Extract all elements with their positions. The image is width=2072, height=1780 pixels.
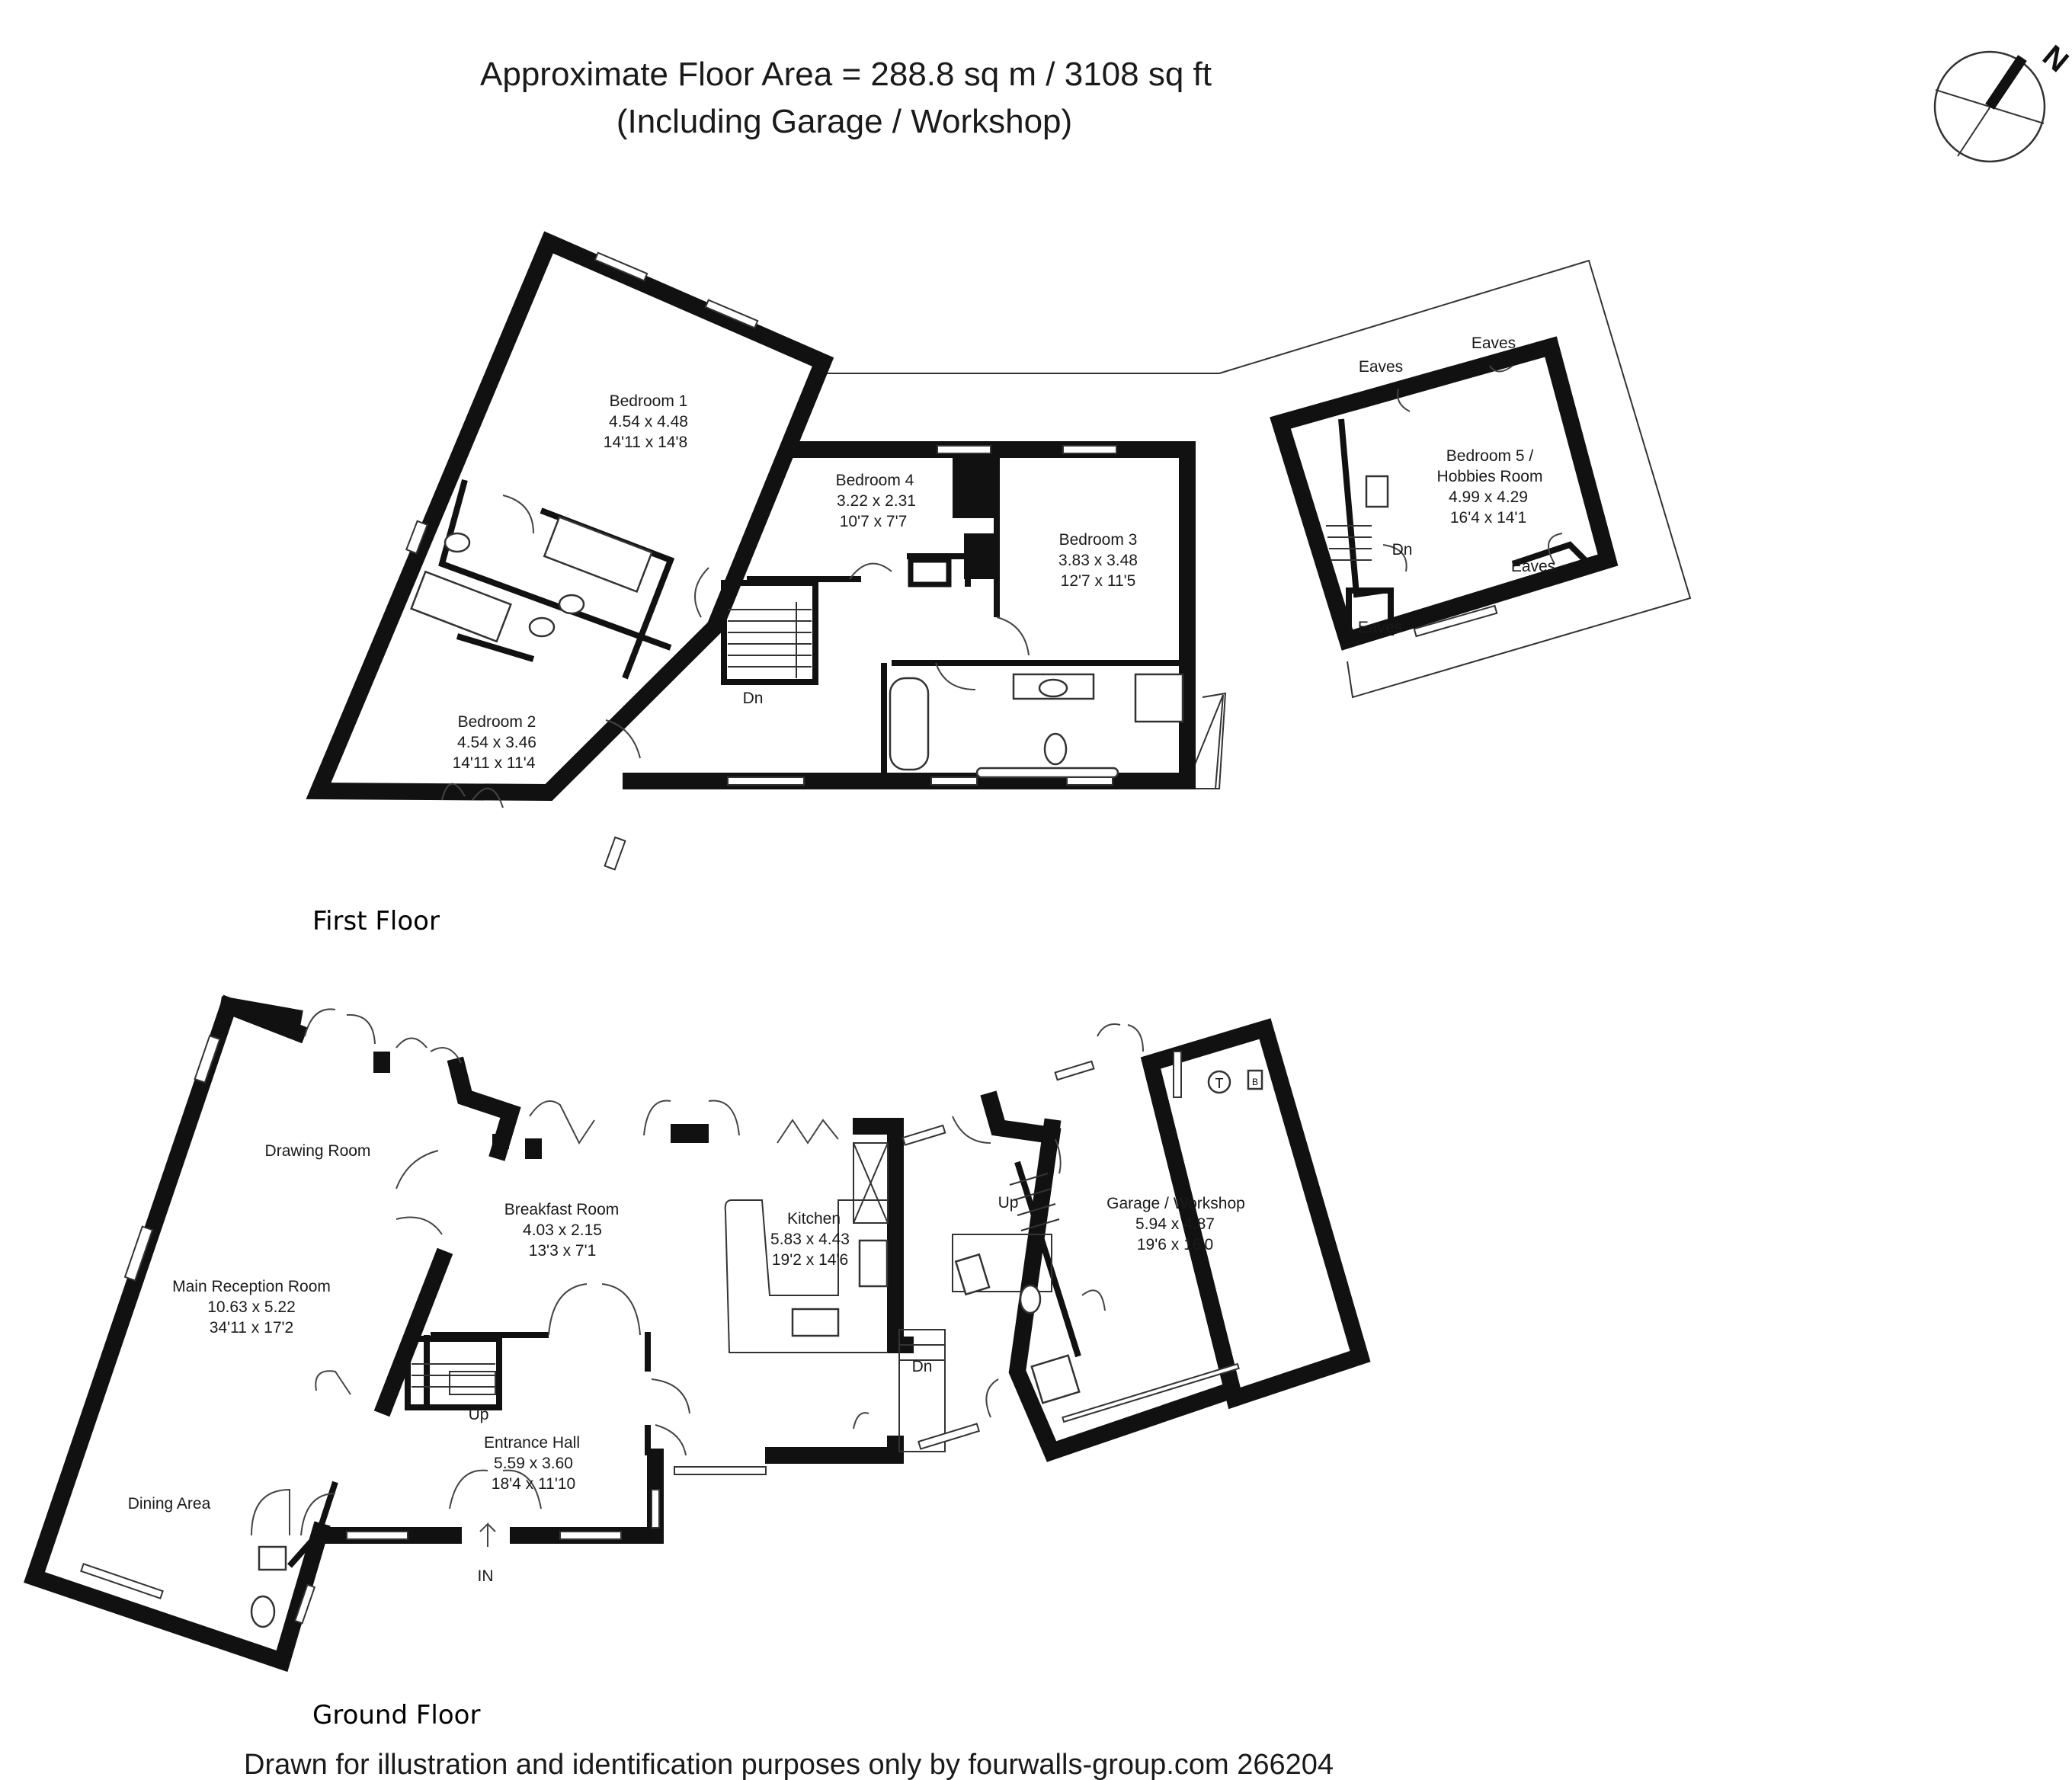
bedroom3-metric: 3.83 x 3.48: [1058, 552, 1138, 569]
garage-metric: 5.94 x 4.87: [1135, 1215, 1215, 1233]
entrance-hall-name: Entrance Hall: [484, 1434, 580, 1452]
bedroom5-imperial: 16'4 x 14'1: [1450, 509, 1526, 527]
floor-area-title: Approximate Floor Area = 288.8 sq m / 31…: [480, 56, 1212, 93]
kitchen-stairs-down-label: Dn: [912, 1358, 933, 1375]
bedroom2-name: Bedroom 2: [458, 713, 536, 731]
eaves-label: Eaves: [1358, 619, 1402, 636]
breakfast-room-metric: 4.03 x 2.15: [523, 1221, 602, 1239]
garage-imperial: 19'6 x 16'0: [1137, 1236, 1213, 1253]
bedroom5-metric: 4.99 x 4.29: [1449, 488, 1528, 506]
bedroom4-imperial: 10'7 x 7'7: [840, 513, 908, 530]
bedroom1-name: Bedroom 1: [610, 392, 688, 410]
reception-imperial: 34'11 x 17'2: [210, 1319, 293, 1337]
bedroom3-imperial: 12'7 x 11'5: [1061, 572, 1136, 590]
breakfast-room-name: Breakfast Room: [504, 1201, 620, 1218]
kitchen-name: Kitchen: [787, 1210, 841, 1228]
first-floor-label: First Floor: [312, 906, 440, 936]
bedroom2-imperial: 14'11 x 11'4: [453, 754, 536, 772]
svg-text:N: N: [2036, 39, 2072, 78]
bedroom1-imperial: 14'11 x 14'8: [604, 434, 687, 451]
entrance-hall-imperial: 18'4 x 11'10: [492, 1475, 575, 1493]
ground-floor-plan: T B: [24, 994, 1371, 1730]
garage-name: Garage / Workshop: [1106, 1195, 1245, 1212]
bedroom4-name: Bedroom 4: [836, 472, 914, 489]
bedroom5-name-2: Hobbies Room: [1437, 468, 1543, 485]
footer-disclaimer: Drawn for illustration and identificatio…: [244, 1749, 1334, 1780]
water-tank-symbol: T: [1215, 1076, 1224, 1091]
eaves-label: Eaves: [1511, 558, 1555, 575]
garage-stairs-up-label: Up: [998, 1194, 1019, 1212]
bedroom3-name: Bedroom 3: [1059, 531, 1138, 549]
reception-metric: 10.63 x 5.22: [207, 1298, 296, 1316]
bedroom5-name: Bedroom 5 /: [1446, 447, 1534, 465]
eaves-label: Eaves: [1359, 358, 1403, 376]
floor-area-subtitle: (Including Garage / Workshop): [616, 103, 1072, 140]
kitchen-metric: 5.83 x 4.43: [770, 1231, 850, 1248]
bedroom2-metric: 4.54 x 3.46: [457, 734, 536, 751]
bedroom4-metric: 3.22 x 2.31: [837, 492, 916, 510]
stairs-down-label: Dn: [743, 690, 764, 707]
bedroom1-metric: 4.54 x 4.48: [609, 413, 688, 431]
north-arrow-icon: N: [1933, 39, 2072, 163]
hall-stairs-up-label: Up: [469, 1406, 489, 1423]
entrance-label: IN: [478, 1567, 494, 1585]
kitchen-imperial: 19'2 x 14'6: [772, 1251, 848, 1269]
ground-floor-label: Ground Floor: [312, 1700, 480, 1730]
breakfast-room-imperial: 13'3 x 7'1: [529, 1242, 597, 1260]
stairs-down-label: Dn: [1392, 541, 1413, 559]
first-floor-plan: Bedroom 1 4.54 x 4.48 14'11 x 14'8 Bedro…: [306, 231, 1692, 936]
reception-name: Main Reception Room: [172, 1278, 331, 1295]
dining-area-name: Dining Area: [128, 1495, 211, 1513]
boiler-symbol: B: [1252, 1077, 1258, 1087]
eaves-label: Eaves: [1472, 335, 1516, 352]
entrance-hall-metric: 5.59 x 3.60: [494, 1455, 573, 1472]
drawing-room-name: Drawing Room: [265, 1142, 371, 1160]
